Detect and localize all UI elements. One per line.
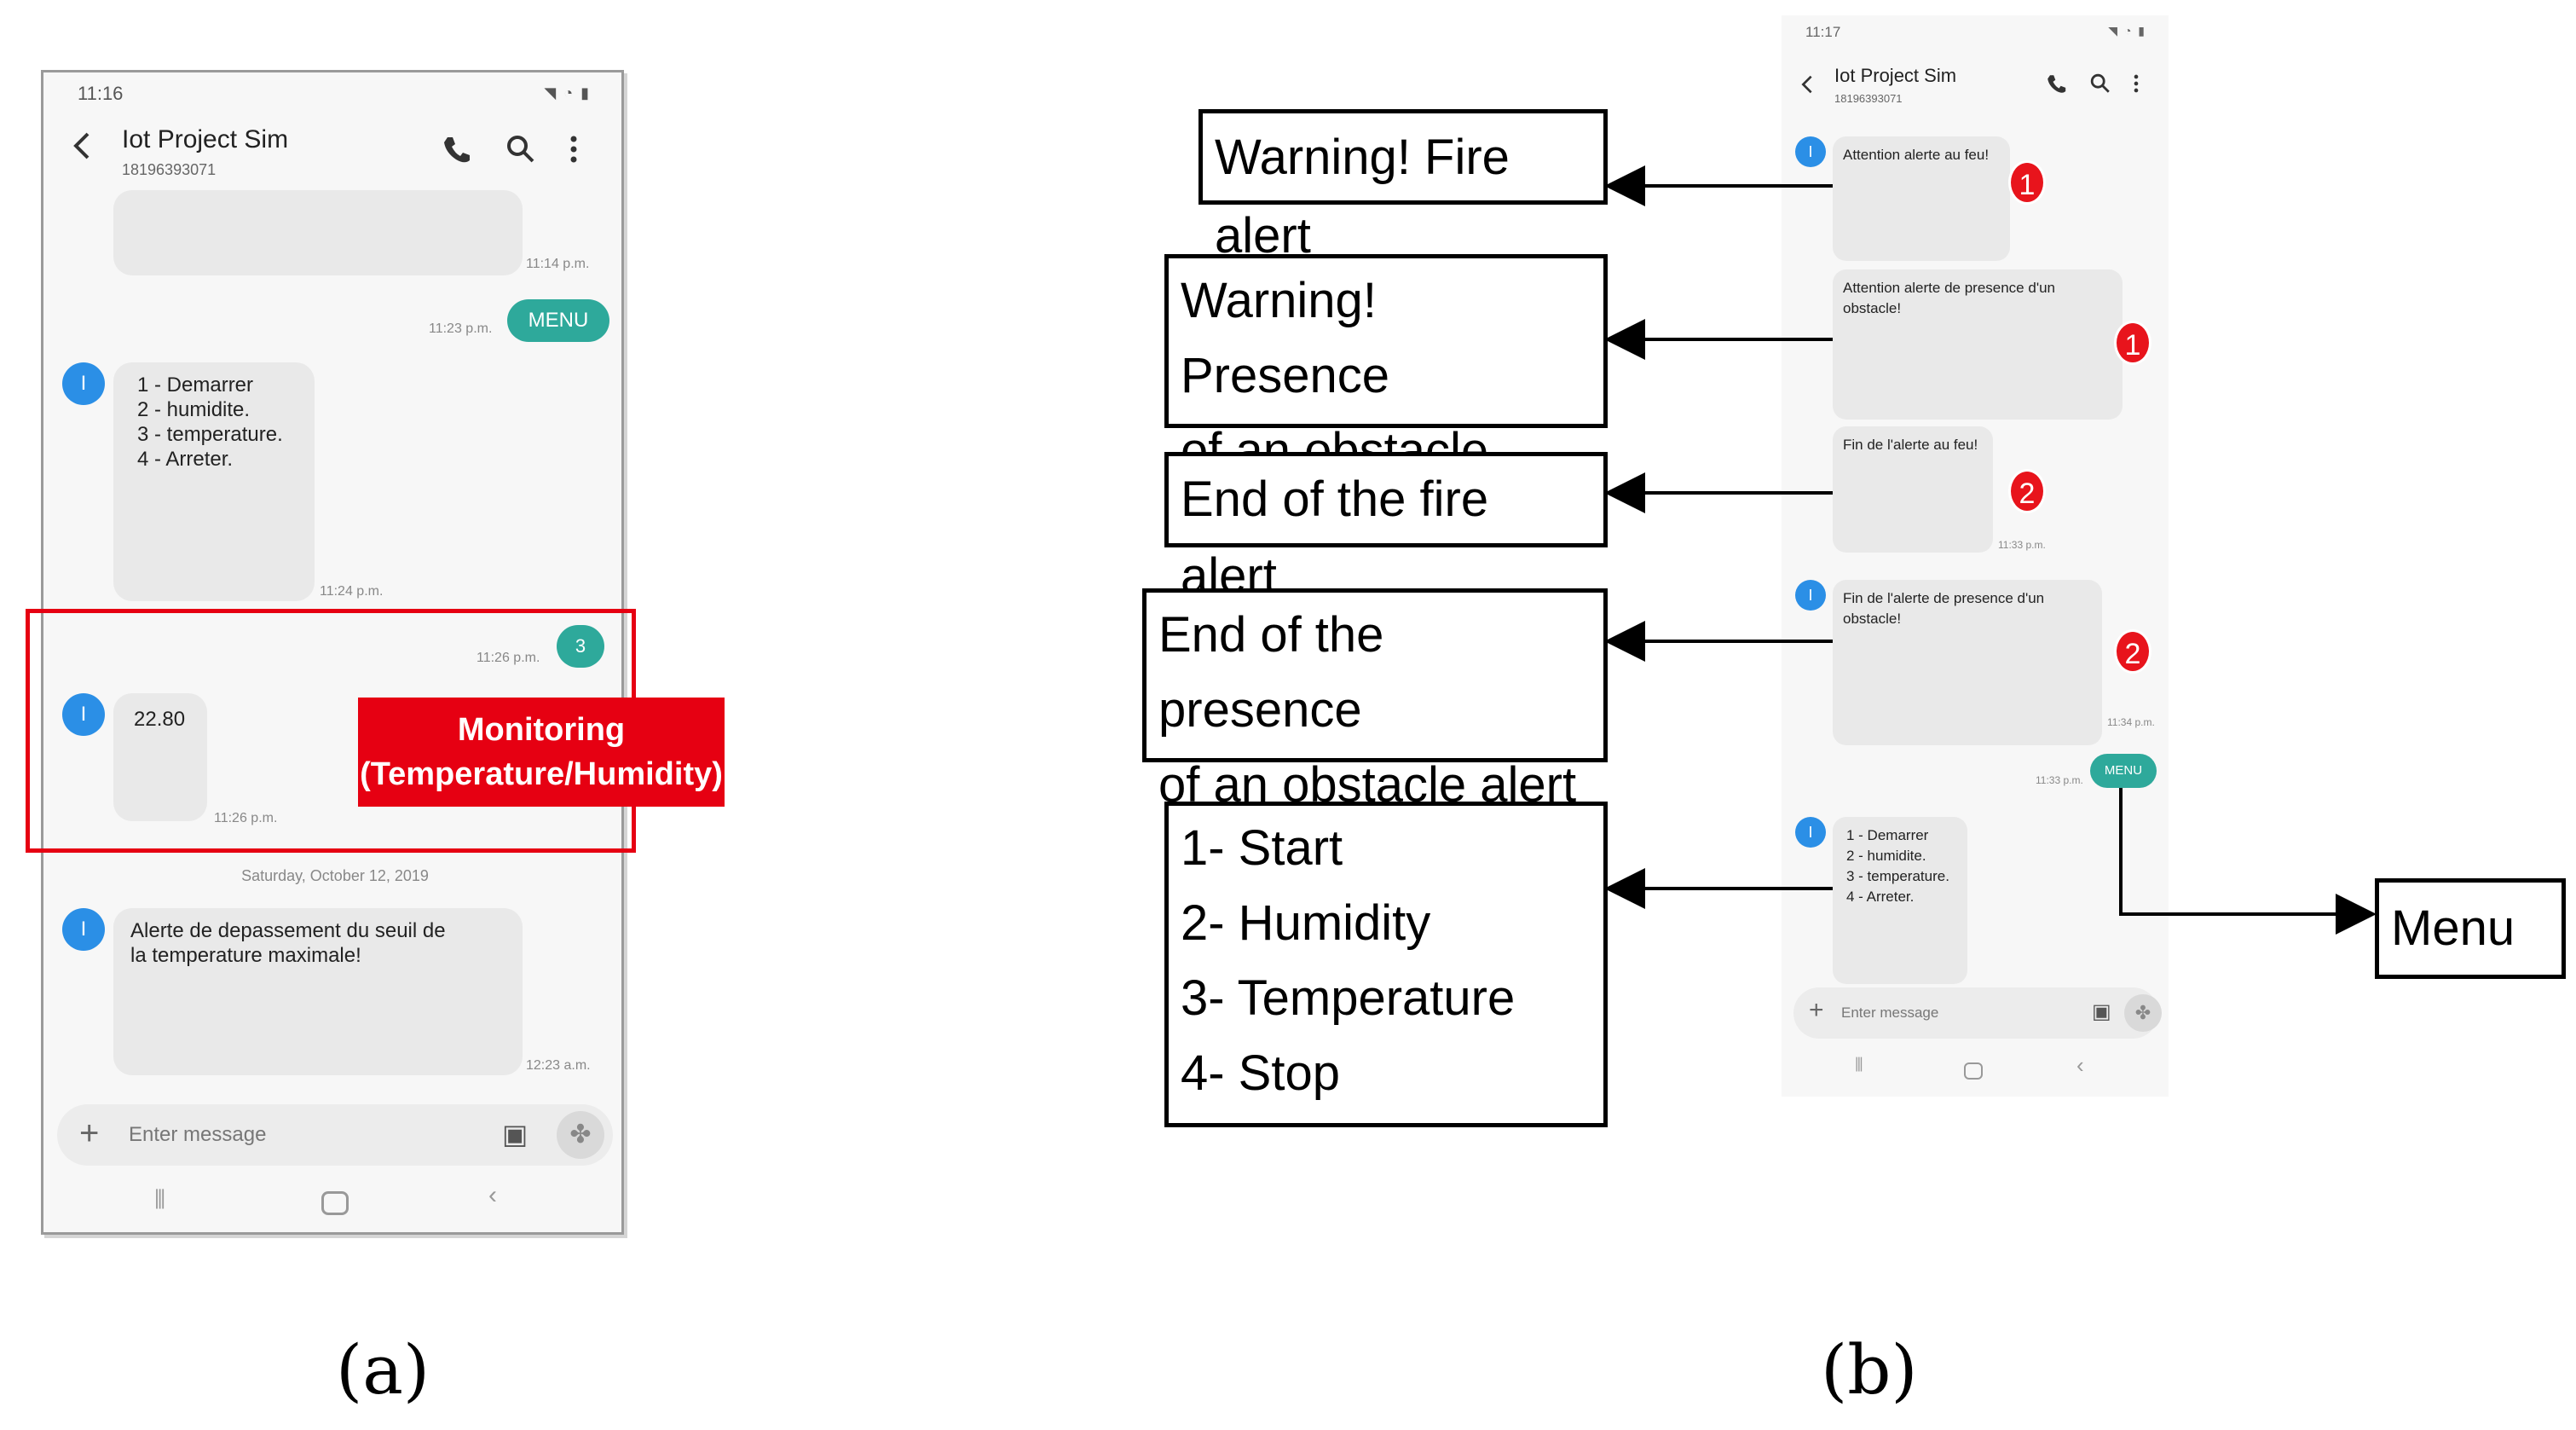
recent-apps-icon[interactable]: ⦀	[154, 1186, 166, 1214]
panel-label-a: (a)	[336, 1330, 430, 1410]
number-badge: 2	[2114, 629, 2151, 674]
message-timestamp: 11:26 p.m.	[214, 811, 278, 825]
number-badge: 2	[2008, 469, 2046, 513]
status-icons: ◥ ◔ ▮	[2108, 24, 2146, 38]
phone-call-icon[interactable]	[439, 132, 473, 166]
contact-number: 18196393071	[1834, 92, 1903, 105]
panel-label-b: (b)	[1821, 1330, 1918, 1410]
message-timestamp: 11:33 p.m.	[1998, 539, 2046, 551]
message-text: 1 - Demarrer 2 - humidite. 3 - temperatu…	[137, 373, 283, 471]
add-icon[interactable]: +	[1809, 996, 1824, 1024]
status-time: 11:17	[1805, 24, 1841, 40]
message-timestamp: 11:26 p.m.	[477, 651, 540, 665]
message-placeholder: Enter message	[1841, 1004, 1939, 1021]
contact-avatar[interactable]: I	[1795, 136, 1826, 167]
message-bubble[interactable]: Fin de l'alerte au feu!	[1833, 426, 1993, 553]
back-arrow-icon[interactable]	[69, 129, 95, 163]
sent-message-menu[interactable]: MENU	[2090, 754, 2157, 788]
message-bubble[interactable]: 1 - Demarrer 2 - humidite. 3 - temperatu…	[1833, 817, 1967, 984]
callout-menu: Menu	[2375, 878, 2566, 979]
contact-number: 18196393071	[122, 161, 217, 178]
message-text: Attention alerte au feu!	[1843, 147, 1990, 163]
recent-apps-icon[interactable]: ⦀	[1855, 1054, 1863, 1075]
more-options-icon[interactable]	[563, 132, 584, 166]
number-badge: 1	[2008, 160, 2046, 205]
arrow-menu	[2119, 788, 2377, 935]
message-input[interactable]: + Enter message ▣ ✤	[57, 1104, 613, 1166]
sent-message-3[interactable]: 3	[557, 625, 604, 668]
status-time: 11:16	[78, 83, 124, 104]
contact-name: Iot Project Sim	[122, 125, 289, 153]
message-input[interactable]: + Enter message ▣ ✤	[1793, 987, 2162, 1039]
voice-send-icon[interactable]: ✤	[2124, 994, 2162, 1032]
message-bubble[interactable]: Attention alerte au feu!	[1833, 136, 2010, 261]
message-bubble[interactable]: Alerte de depassement du seuil de la tem…	[113, 908, 523, 1075]
message-text: Fin de l'alerte de presence d'un obstacl…	[1843, 590, 2045, 627]
contact-name: Iot Project Sim	[1834, 65, 1957, 86]
home-icon[interactable]	[321, 1191, 349, 1215]
back-arrow-icon[interactable]	[1799, 72, 1816, 97]
message-text: Attention alerte de presence d'un obstac…	[1843, 280, 2055, 316]
phone-screenshot-b: 11:17 ◥ ◔ ▮ Iot Project Sim 18196393071 …	[1782, 15, 2169, 1097]
message-bubble[interactable]	[113, 190, 523, 275]
search-icon[interactable]	[2088, 72, 2112, 96]
message-timestamp: 12:23 a.m.	[526, 1058, 591, 1073]
monitoring-label: Monitoring (Temperature/Humidity)	[358, 698, 725, 807]
message-timestamp: 11:23 p.m.	[429, 321, 493, 336]
contact-avatar[interactable]: I	[1795, 580, 1826, 611]
phone-call-icon[interactable]	[2044, 72, 2068, 96]
search-icon[interactable]	[504, 132, 538, 166]
status-icons: ◥ ◔ ▮	[544, 84, 591, 101]
contact-avatar[interactable]: I	[1795, 817, 1826, 848]
message-text: Alerte de depassement du seuil de la tem…	[130, 919, 446, 967]
callout-fire-end: End of the fire alert	[1164, 452, 1608, 604]
contact-avatar[interactable]: I	[62, 908, 105, 951]
message-timestamp: 11:33 p.m.	[2036, 774, 2083, 786]
voice-send-icon[interactable]: ✤	[557, 1111, 604, 1159]
message-timestamp: 11:14 p.m.	[526, 257, 590, 271]
callout-menu-list: 1- Start 2- Humidity 3- Temperature 4- S…	[1164, 802, 1608, 1127]
callout-fire-alert: Warning! Fire alert	[1198, 109, 1608, 263]
message-bubble[interactable]: 1 - Demarrer 2 - humidite. 3 - temperatu…	[113, 362, 315, 601]
message-bubble[interactable]: Fin de l'alerte de presence d'un obstacl…	[1833, 580, 2102, 745]
message-bubble[interactable]: Attention alerte de presence d'un obstac…	[1833, 269, 2123, 420]
sticker-icon[interactable]: ▣	[2092, 1000, 2111, 1023]
contact-avatar[interactable]: I	[62, 693, 105, 736]
phone-screenshot-a: 11:16 ◥ ◔ ▮ Iot Project Sim 18196393071 …	[41, 70, 624, 1235]
message-bubble[interactable]: 22.80	[113, 693, 207, 821]
sent-message-menu[interactable]: MENU	[507, 299, 609, 342]
message-text: 22.80	[134, 708, 186, 731]
sticker-icon[interactable]: ▣	[502, 1119, 528, 1149]
home-icon[interactable]	[1964, 1062, 1983, 1080]
add-icon[interactable]: +	[79, 1114, 100, 1152]
message-timestamp: 11:34 p.m.	[2107, 716, 2155, 728]
contact-avatar[interactable]: I	[62, 362, 105, 405]
message-text: 1 - Demarrer 2 - humidite. 3 - temperatu…	[1846, 827, 1949, 905]
more-options-icon[interactable]	[2129, 72, 2143, 96]
date-separator: Saturday, October 12, 2019	[241, 867, 429, 884]
message-timestamp: 11:24 p.m.	[320, 584, 384, 599]
back-nav-icon[interactable]: ‹	[488, 1181, 497, 1209]
message-text: Fin de l'alerte au feu!	[1843, 437, 1978, 453]
number-badge: 1	[2114, 321, 2151, 365]
message-placeholder: Enter message	[129, 1123, 267, 1146]
back-nav-icon[interactable]: ‹	[2076, 1052, 2084, 1078]
